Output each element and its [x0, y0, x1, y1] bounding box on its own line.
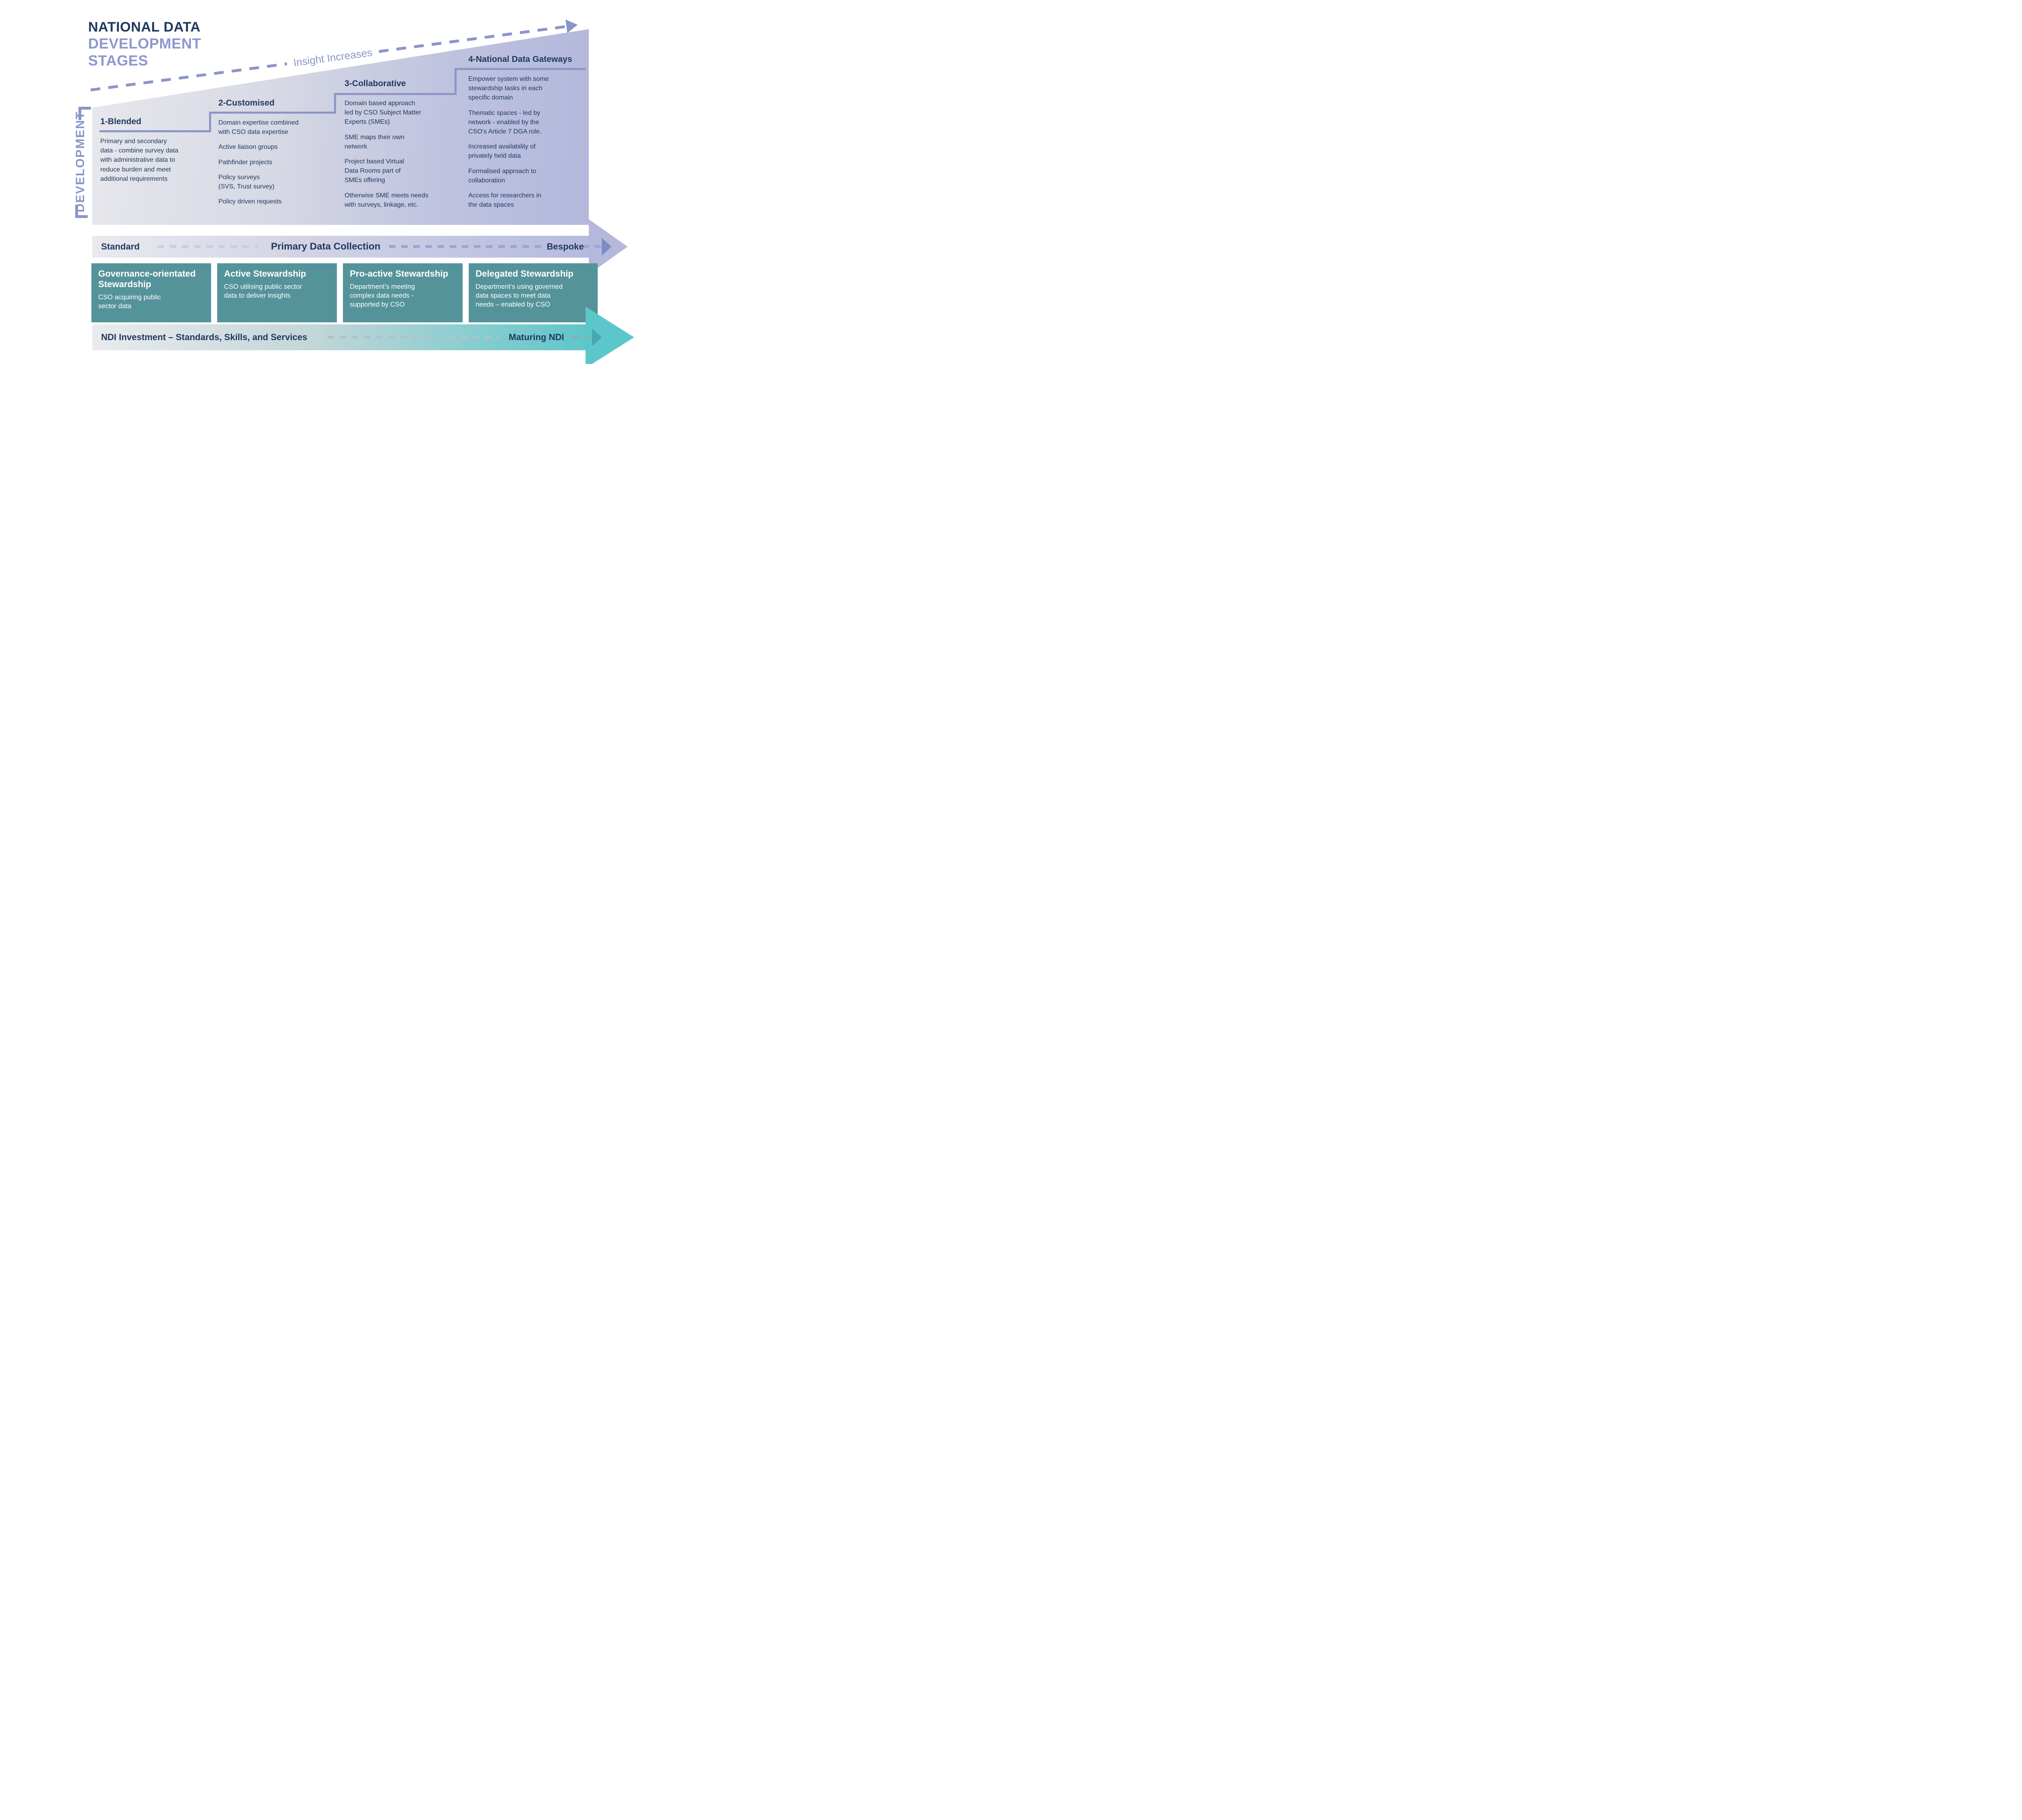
insight-arrowhead-icon [565, 18, 579, 33]
collection-small-arrowhead-icon [602, 238, 611, 256]
collection-dashed-line-left [158, 245, 259, 248]
stage-3-item: SME maps their own network [345, 133, 404, 150]
stewardship-box-heading: Pro-active Stewardship [350, 269, 448, 279]
stewardship-box-heading: Active Stewardship [224, 269, 306, 279]
stage-2-item: Active liaison groups [218, 144, 278, 151]
stewardship-box-heading: Delegated Stewardship [476, 269, 574, 279]
investment-dashed-line-end [572, 336, 591, 339]
title-line-3: STAGES [88, 52, 148, 69]
stage-2-item: Policy driven requests [218, 198, 282, 205]
step-underline-stage-2 [209, 112, 336, 114]
title-line-2: DEVELOPMENT [88, 35, 201, 52]
step-riser-2 [334, 93, 336, 114]
bespoke-label: Bespoke [547, 241, 584, 252]
stewardship-box-active: Active Stewardship CSO utilising public … [217, 263, 337, 322]
step-underline-stage-1 [99, 130, 211, 132]
development-axis-label: DEVELOPMENT [74, 111, 87, 213]
stage-2-item: Domain expertise combined with CSO data … [218, 119, 299, 136]
development-bracket-bottom-icon [75, 205, 88, 218]
stage-3-heading: 3-Collaborative [345, 79, 406, 88]
stage-2-item: Pathfinder projects [218, 159, 273, 166]
stage-column-1-blended: 1-Blended Primary and secondary data - c… [100, 117, 207, 189]
stage-column-3-collaborative: 3-Collaborative Domain based approach le… [345, 79, 459, 215]
national-data-development-stages-diagram: NATIONAL DATA DEVELOPMENT STAGES DEVELOP… [0, 0, 647, 364]
stage-4-item: Access for researchers in the data space… [468, 192, 541, 209]
investment-small-arrowhead-icon [592, 328, 602, 346]
stage-3-item: Project based Virtual Data Rooms part of… [345, 158, 404, 184]
stage-4-item: Empower system with some stewardship tas… [468, 76, 549, 102]
page-title: NATIONAL DATA DEVELOPMENT STAGES [88, 19, 201, 69]
investment-dashed-line [328, 336, 499, 339]
maturing-ndi-label: Maturing NDI [509, 332, 564, 342]
collection-dashed-line-end [582, 245, 602, 248]
stage-column-2-customised: 2-Customised Domain expertise combined w… [218, 99, 328, 212]
ndi-investment-label: NDI Investment – Standards, Skills, and … [101, 332, 307, 342]
stewardship-box-body: Department’s meeting complex data needs … [350, 283, 415, 308]
title-line-1: NATIONAL DATA [88, 19, 201, 35]
stage-2-heading: 2-Customised [218, 98, 275, 108]
development-bracket-top-icon [78, 107, 91, 120]
stewardship-box-delegated: Delegated Stewardship Department’s using… [469, 263, 598, 322]
stage-3-item: Otherwise SME meets needs with surveys, … [345, 192, 429, 208]
standard-label: Standard [101, 241, 140, 252]
stage-4-item: Increased availability of privately held… [468, 143, 536, 160]
stewardship-box-body: CSO acquiring public sector data [98, 293, 161, 310]
step-underline-stage-3 [334, 93, 457, 95]
stage-3-item: Domain based approach led by CSO Subject… [345, 100, 421, 126]
step-underline-stage-4 [455, 68, 586, 70]
stage-1-heading: 1-Blended [100, 117, 142, 126]
stage-column-4-national-data-gateways: 4-National Data Gateways Empower system … [468, 55, 584, 215]
step-riser-3 [455, 68, 457, 95]
collection-dashed-line-right [389, 245, 541, 248]
stage-1-item: Primary and secondary data - combine sur… [100, 138, 178, 182]
primary-data-collection-label: Primary Data Collection [271, 241, 381, 252]
stage-2-item: Policy surveys (SVS, Trust survey) [218, 174, 275, 190]
stewardship-box-body: Department’s using governed data spaces … [476, 283, 563, 308]
stewardship-box-heading: Governance-orientated Stewardship [98, 269, 196, 289]
stage-4-item: Thematic spaces - led by network - enabl… [468, 109, 541, 135]
stage-4-heading: 4-National Data Gateways [468, 55, 572, 64]
stewardship-box-pro-active: Pro-active Stewardship Department’s meet… [343, 263, 463, 322]
stewardship-box-body: CSO utilising public sector data to deli… [224, 283, 302, 299]
step-riser-1 [209, 112, 211, 132]
stage-4-item: Formalised approach to collaboration [468, 167, 537, 184]
stewardship-box-governance: Governance-orientated Stewardship CSO ac… [91, 263, 211, 322]
